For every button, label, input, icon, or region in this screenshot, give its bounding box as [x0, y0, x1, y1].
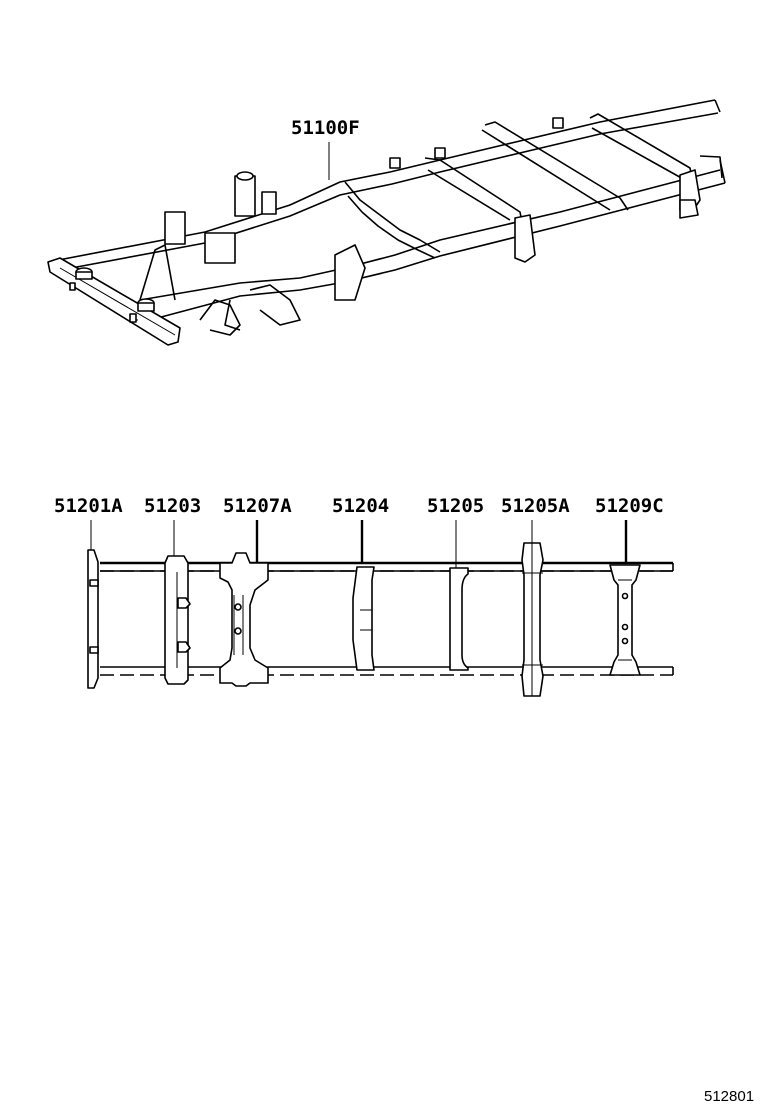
- part-label-51205A[interactable]: 51205A: [501, 495, 570, 517]
- figure-reference-number: 512801: [704, 1088, 755, 1105]
- part-label-frame[interactable]: 51100F: [291, 117, 360, 139]
- part-label-51209C[interactable]: 51209C: [595, 495, 664, 517]
- part-label-51207A[interactable]: 51207A: [223, 495, 292, 517]
- part-label-51204[interactable]: 51204: [332, 495, 390, 517]
- part-label-51205[interactable]: 51205: [427, 495, 485, 517]
- part-label-51201A[interactable]: 51201A: [54, 495, 123, 517]
- part-label-51203[interactable]: 51203: [144, 495, 202, 517]
- crossmember-drawing: [87, 520, 674, 697]
- frame-assembly-drawing: [47, 99, 726, 346]
